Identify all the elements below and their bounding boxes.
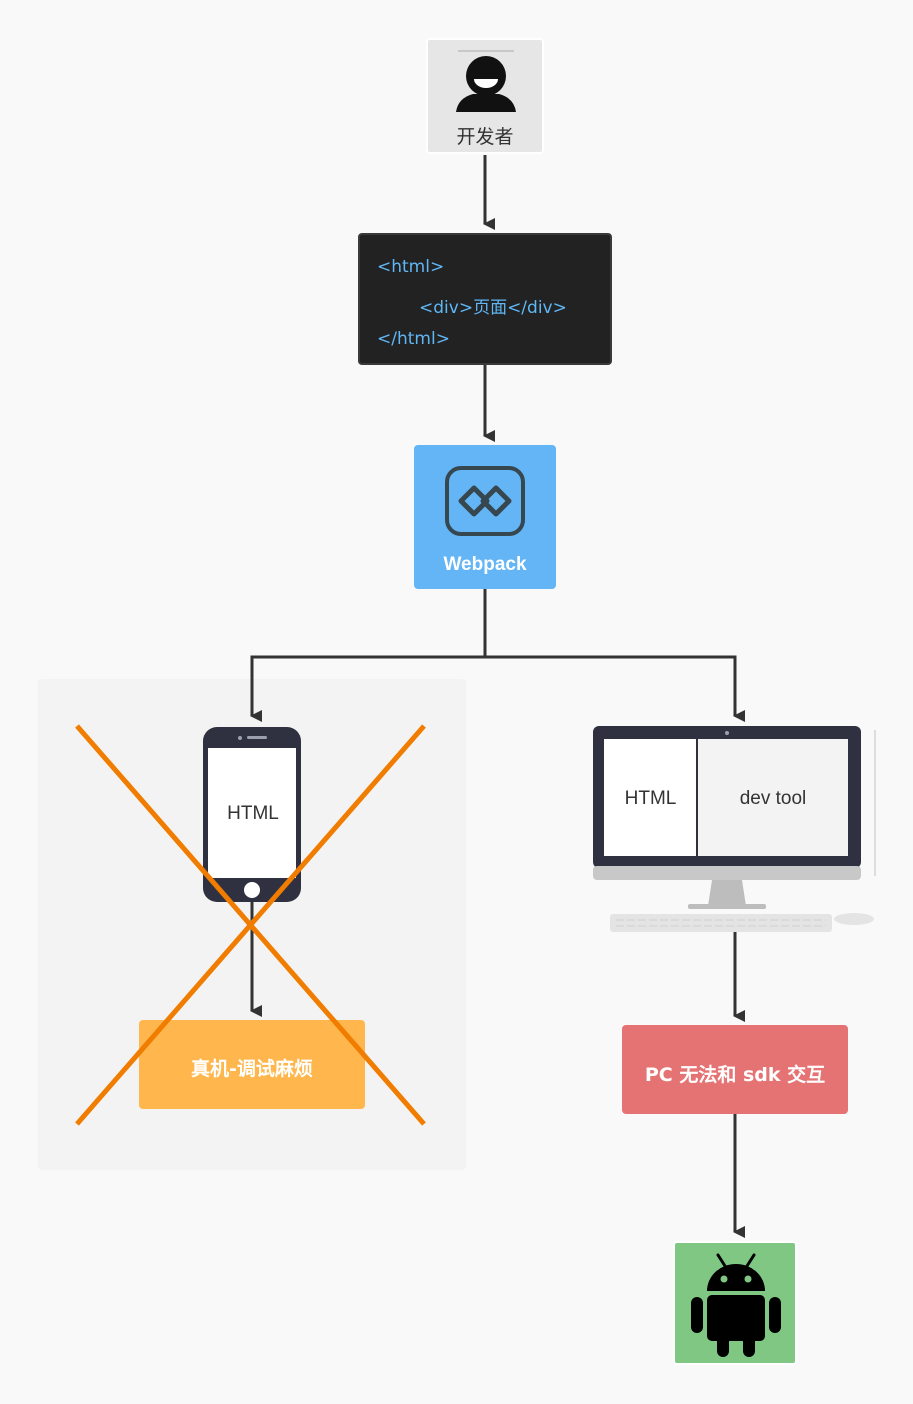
pc-sdk-label: PC 无法和 sdk 交互 xyxy=(644,1064,826,1086)
developer-node: 开发者 xyxy=(426,38,544,154)
connector-webpack-phone xyxy=(250,589,487,722)
desktop-computer-icon xyxy=(593,726,876,932)
webpack-node: Webpack xyxy=(414,445,556,589)
code-line-close-html: </html> xyxy=(377,329,450,349)
android-node xyxy=(673,1241,797,1365)
pc-devtool-label: dev tool xyxy=(739,788,807,809)
real-device-debug-node: 真机-调试麻烦 xyxy=(139,1020,365,1109)
connector-webpack-pc xyxy=(485,655,745,722)
code-line-open-html: <html> xyxy=(377,257,445,277)
code-block: <html> <div>页面</div> </html> xyxy=(358,233,612,365)
person-icon xyxy=(456,50,516,112)
webpack-label: Webpack xyxy=(443,554,527,575)
webpack-icon xyxy=(445,466,525,536)
code-line-div: <div>页面</div> xyxy=(419,298,567,318)
pc-sdk-node: PC 无法和 sdk 交互 xyxy=(622,1025,848,1114)
android-icon xyxy=(691,1253,781,1357)
phone-screen-label: HTML xyxy=(227,803,279,824)
pc-html-label: HTML xyxy=(624,788,677,809)
developer-label: 开发者 xyxy=(456,126,514,148)
real-device-debug-label: 真机-调试麻烦 xyxy=(191,1058,313,1080)
